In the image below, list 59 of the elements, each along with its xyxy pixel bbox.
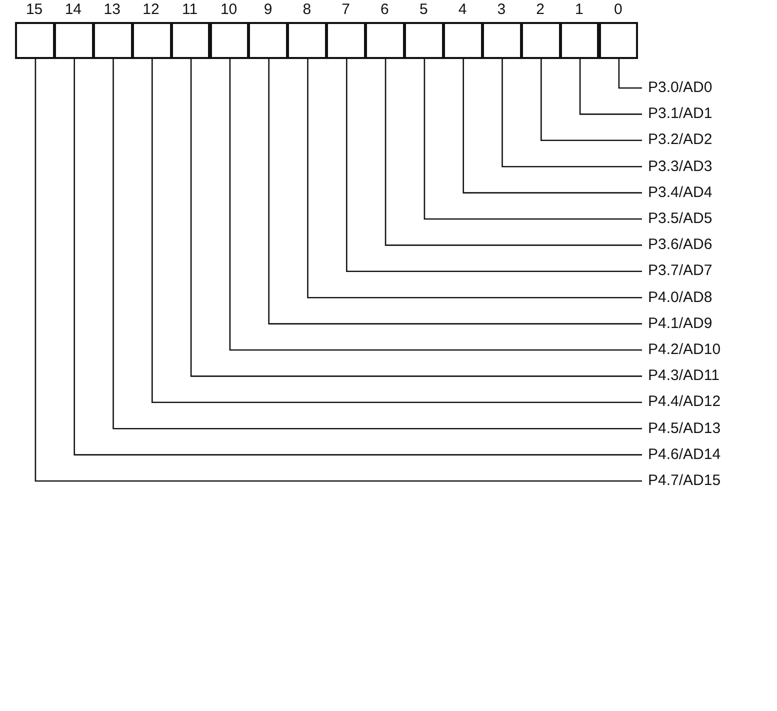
pin-label: P3.2/AD2	[648, 131, 712, 150]
leader-line	[307, 59, 642, 298]
pin-label: P4.2/AD10	[648, 341, 721, 359]
register-bit-cell	[210, 22, 250, 59]
bit-number: 13	[104, 1, 120, 18]
bit-number: 15	[26, 1, 43, 18]
bit-number: 4	[458, 1, 467, 18]
register-bit-cell	[442, 22, 483, 59]
pin-label: P4.7/AD15	[648, 472, 721, 490]
bit-number: 3	[497, 1, 506, 18]
register-bit-cell	[520, 22, 561, 59]
pin-label: P4.3/AD11	[648, 367, 720, 386]
leader-line	[462, 59, 642, 194]
bit-number: 12	[142, 1, 160, 18]
register-bit-cell	[54, 22, 94, 59]
register-bit-cell	[170, 22, 210, 59]
bit-number: 0	[614, 1, 622, 18]
register-bit-cell	[598, 22, 638, 59]
pin-label: P3.1/AD1	[648, 105, 712, 124]
bit-number: 5	[419, 1, 428, 18]
bit-number: 9	[264, 1, 272, 18]
register-bit-cell	[365, 22, 405, 59]
leader-line	[424, 59, 642, 220]
pin-label: P3.5/AD5	[648, 210, 712, 228]
leader-line	[346, 59, 642, 272]
bit-number: 1	[575, 1, 584, 18]
register-bit-cell	[560, 22, 600, 59]
leader-line	[540, 59, 642, 142]
pin-label: P3.6/AD6	[648, 236, 712, 254]
pin-label: P4.5/AD13	[648, 420, 721, 438]
leader-line	[268, 59, 642, 324]
pin-label: P3.3/AD3	[648, 158, 712, 176]
pin-label: P4.0/AD8	[648, 288, 712, 307]
register-bit-cell	[404, 22, 444, 59]
bit-number: 14	[64, 1, 82, 18]
pin-label: P4.6/AD14	[648, 446, 721, 464]
leader-line	[502, 59, 642, 168]
bit-number: 6	[380, 1, 389, 18]
leader-line	[618, 59, 642, 89]
pin-label: P3.7/AD7	[648, 262, 712, 280]
leader-line	[579, 59, 642, 115]
bit-number: 8	[302, 1, 312, 18]
register-bit-cell	[482, 22, 522, 59]
bit-number: 11	[182, 1, 198, 18]
leader-line	[229, 59, 642, 351]
register-bit-cell	[287, 22, 328, 59]
register-bit-cell	[92, 22, 133, 59]
pin-label: P3.0/AD0	[648, 79, 712, 97]
register-bit-cell	[132, 22, 172, 59]
pin-label: P4.1/AD9	[648, 314, 712, 333]
register-bit-cell	[15, 22, 55, 59]
leader-line	[384, 59, 642, 246]
pin-label: P3.4/AD4	[648, 184, 712, 202]
register-bit-cell	[326, 22, 366, 59]
register-bit-cell	[248, 22, 288, 59]
bit-number: 2	[536, 1, 544, 18]
pin-label: P4.4/AD12	[648, 393, 721, 412]
bit-number: 10	[220, 1, 238, 18]
bit-number: 7	[342, 1, 350, 18]
